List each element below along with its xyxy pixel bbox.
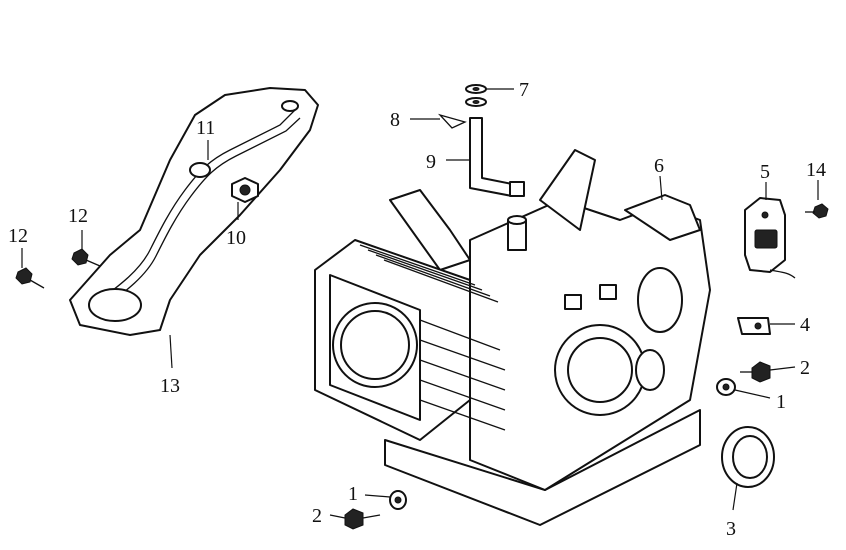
part-3-oil-seal	[721, 426, 775, 488]
part-14-bolt	[805, 203, 829, 219]
callout-3: 3	[726, 518, 736, 540]
callout-13: 13	[160, 375, 180, 397]
part-2-bolt-bottom	[344, 508, 381, 530]
callout-7: 7	[519, 79, 529, 101]
part-2-bolt-right	[740, 361, 771, 383]
part-5-cover	[744, 197, 796, 279]
part-6-crankcase	[384, 149, 711, 526]
callout-4: 4	[800, 314, 810, 336]
callout-10: 10	[226, 227, 246, 249]
part-9-rod	[469, 117, 525, 197]
callout-labels: 7 8 9 6 5 14 4 2 1 3 1 2 10 11 12 12 13	[8, 79, 826, 540]
callout-9: 9	[426, 151, 436, 173]
callout-12-right: 12	[68, 205, 88, 227]
callout-1-bottom: 1	[348, 483, 358, 505]
callout-5: 5	[760, 161, 770, 183]
callout-2-bottom: 2	[312, 505, 322, 527]
part-1-washer-right	[716, 378, 736, 396]
callout-1-right: 1	[776, 391, 786, 413]
callout-8: 8	[390, 109, 400, 131]
callout-6: 6	[654, 155, 664, 177]
part-13-wire-harness	[69, 87, 319, 336]
part-10-nut	[231, 177, 259, 203]
part-12-bolt-right	[71, 248, 101, 267]
part-1-washer-bottom	[389, 490, 407, 510]
part-12-bolt-left	[15, 267, 45, 289]
callout-2-right: 2	[800, 357, 810, 379]
callout-12-left: 12	[8, 225, 28, 247]
cylinder-block	[314, 239, 506, 441]
callout-11: 11	[196, 117, 215, 139]
part-4-gasket	[737, 317, 771, 335]
part-8-clip	[437, 113, 467, 129]
part-7-washers	[465, 84, 487, 107]
leader-lines	[21, 88, 819, 519]
callout-14: 14	[806, 159, 826, 181]
